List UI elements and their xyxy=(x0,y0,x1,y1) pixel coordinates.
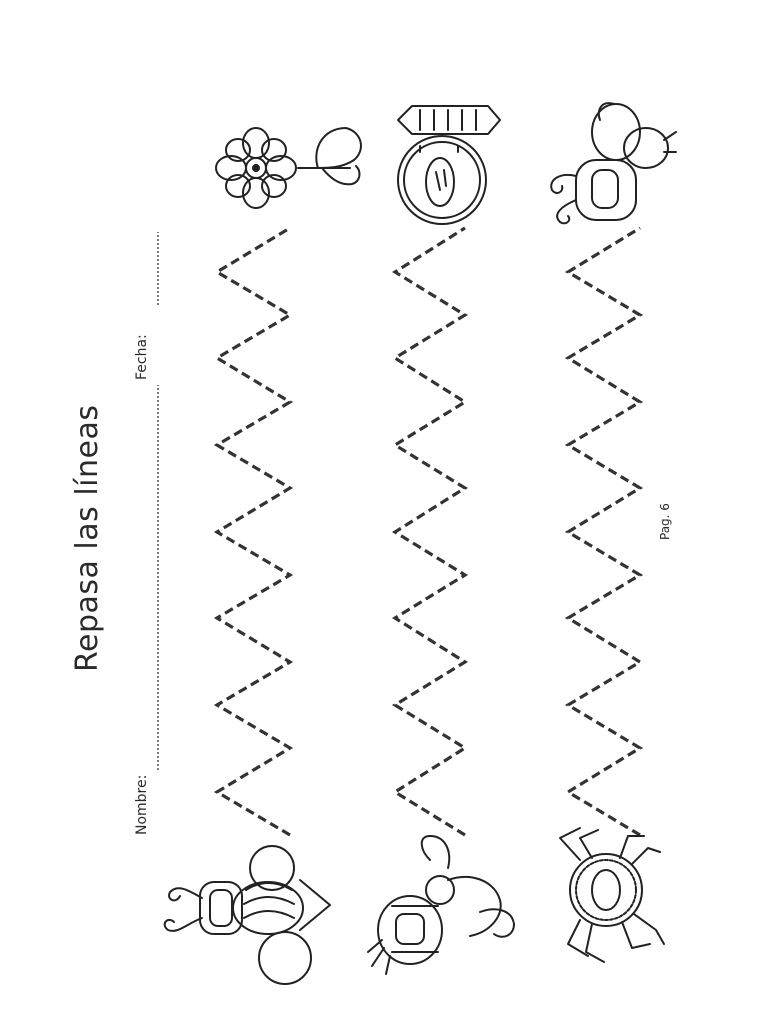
zigzag-trace-row-1[interactable] xyxy=(213,226,294,837)
zigzag-trace-row-2[interactable] xyxy=(391,226,469,837)
zigzag-trace-row-3[interactable] xyxy=(564,226,644,837)
spider-icon xyxy=(559,827,665,963)
bee-icon xyxy=(163,845,331,985)
mouse-icon xyxy=(367,835,515,975)
cheese-icon xyxy=(397,105,501,225)
flower-icon xyxy=(215,127,362,209)
snail-icon xyxy=(550,102,677,225)
